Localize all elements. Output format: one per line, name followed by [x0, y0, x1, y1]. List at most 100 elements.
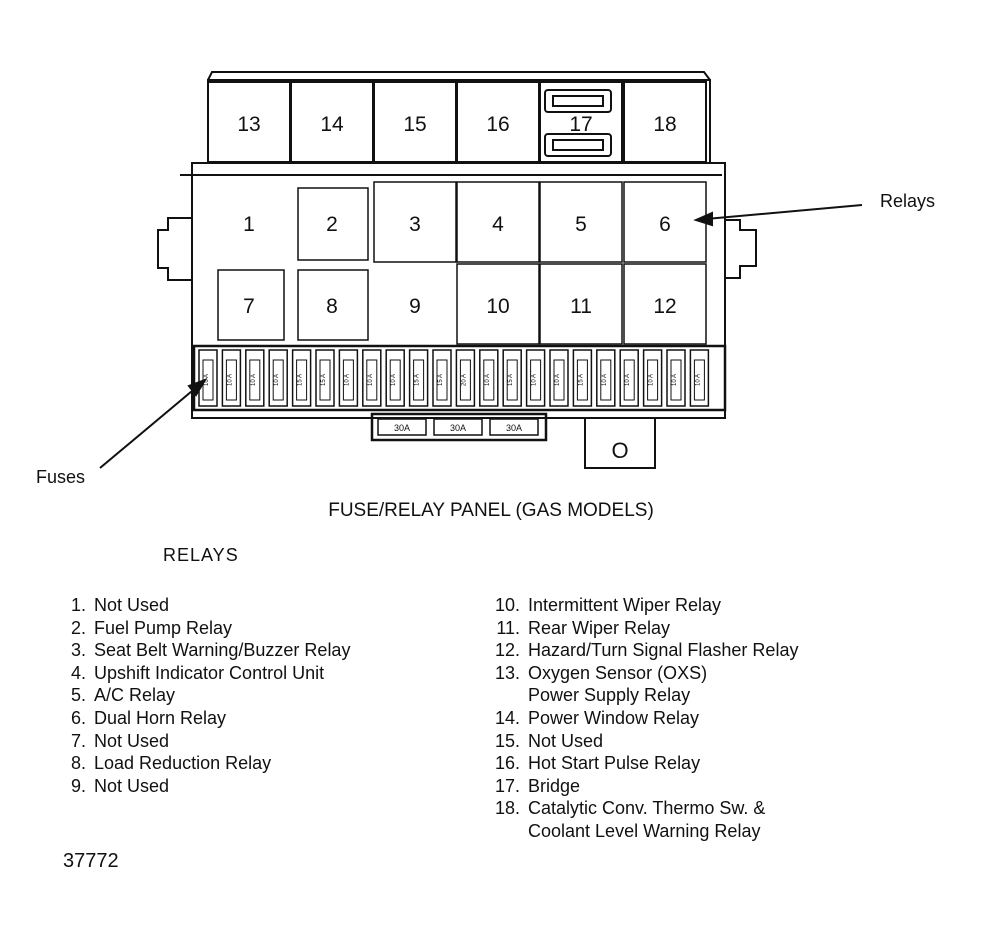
- legend-text: Fuel Pump Relay: [94, 617, 233, 638]
- relay-8-box: [297, 269, 369, 341]
- legend-item: 4. Upshift Indicator Control Unit: [56, 662, 350, 685]
- fuse-rating: 10 A: [649, 374, 655, 386]
- legend-number: 13.: [494, 662, 520, 683]
- fuse: 10 A: [338, 349, 359, 407]
- legend-item: 10.Intermittent Wiper Relay: [476, 594, 798, 617]
- fuse-rating: 10 A: [251, 374, 257, 386]
- relay-5-label: 5: [575, 213, 587, 236]
- legend-number: 7.: [70, 730, 86, 751]
- legend-number: 3.: [70, 640, 86, 661]
- relay-7-box: [217, 269, 285, 341]
- connector-label: O: [611, 438, 628, 463]
- fuse-rating: 10 A: [274, 374, 280, 386]
- legend-item: 2.Fuel Pump Relay: [56, 617, 350, 640]
- legend-number: 15.: [494, 730, 520, 751]
- relay-12-label: 12: [653, 295, 676, 318]
- legend-item: 18. Catalytic Conv. Thermo Sw. &: [476, 797, 798, 820]
- legend-text: Not Used: [94, 595, 170, 615]
- legend-text: Intermittent Wiper Relay: [528, 595, 722, 615]
- lower-fuse-rating: 30A: [450, 423, 466, 433]
- legend-item: 8.Load Reduction Relay: [56, 752, 350, 775]
- fuse: 10 A: [198, 349, 218, 407]
- bridge-symbol: [544, 89, 612, 157]
- fuse: 10 A: [362, 349, 382, 407]
- relay-17-box: [539, 81, 623, 163]
- relay-13-label: 13: [237, 113, 260, 136]
- fuse-rating: 15 A: [298, 374, 304, 386]
- relay-18-label: 18: [653, 113, 676, 136]
- legend-number: 4.: [70, 662, 86, 683]
- left-mount-tab: [157, 217, 192, 281]
- relays-heading: RELAYS: [163, 545, 239, 565]
- fuses-callout-arrow: [99, 378, 208, 469]
- legend-item: 12.Hazard/Turn Signal Flasher Relay: [476, 639, 798, 662]
- panel-caption: FUSE/RELAY PANEL (GAS MODELS): [328, 500, 654, 521]
- relay-2-label: 2: [326, 213, 338, 236]
- relays-callout: Relays: [880, 191, 936, 211]
- legend-number: 16.: [494, 753, 520, 774]
- relay-3-label: 3: [409, 213, 421, 236]
- fuse: 10 A: [268, 349, 288, 407]
- fuse: 15 A: [291, 349, 312, 407]
- legend-text: A/C Relay: [94, 685, 176, 706]
- legend-item: 5. A/C Relay: [56, 684, 350, 707]
- lower-fuse-box: [370, 412, 548, 442]
- legend-item: Coolant Level Warning Relay: [476, 820, 798, 843]
- legend-number: 18.: [494, 798, 520, 819]
- legend-text: Oxygen Sensor (OXS): [528, 662, 708, 683]
- fuse-rating: 10 A: [555, 374, 561, 386]
- relay-10-label: 10: [486, 295, 509, 318]
- relay-15-label: 15: [403, 113, 426, 136]
- legend-number: 6.: [70, 707, 86, 728]
- relay-14-label: 14: [320, 113, 344, 136]
- legend-number: [476, 684, 520, 707]
- legend-text: Not Used: [94, 730, 170, 751]
- fuses-callout: Fuses: [36, 467, 86, 487]
- relay-12-box: [623, 263, 707, 345]
- fuse-rating: 10 A: [368, 374, 374, 386]
- fuse: 20 A: [455, 349, 476, 407]
- relay-1-label: 1: [243, 213, 255, 236]
- fuse-rating: 10 A: [695, 374, 701, 386]
- legend-item: 11. Rear Wiper Relay: [476, 617, 798, 640]
- fuse-rating: 10 A: [227, 374, 233, 386]
- fuse: 10 A: [221, 349, 242, 407]
- figure-number: 37772: [63, 850, 119, 872]
- relay-11-box: [539, 263, 623, 345]
- relay-9-label: 9: [409, 295, 421, 318]
- fuse: 15 A: [408, 349, 429, 407]
- relay-16-label: 16: [486, 113, 509, 136]
- relays-callout-arrow: [693, 204, 863, 227]
- relay-8-label: 8: [326, 295, 338, 318]
- legend-text: Not Used: [94, 775, 170, 796]
- fuse-rating: 15 A: [438, 374, 444, 386]
- legend-number: 11.: [496, 617, 520, 638]
- legend-text: Load Reduction Relay: [94, 753, 272, 774]
- legend-item: 15.Not Used: [476, 730, 798, 753]
- fuse-rating: 10 A: [391, 374, 397, 386]
- fuse: 10 A: [619, 349, 639, 407]
- legend-text: Upshift Indicator Control Unit: [94, 662, 325, 683]
- legend-number: [476, 820, 520, 843]
- fuse-rating: 10 A: [344, 374, 350, 386]
- relay-11-label: 11: [570, 295, 592, 318]
- legend-number: 12.: [494, 640, 520, 661]
- fuse-rating: 15 A: [508, 374, 514, 386]
- legend-text: Rear Wiper Relay: [528, 617, 671, 638]
- legend-item: 6.Dual Horn Relay: [56, 707, 350, 730]
- fuse-rating: 15 A: [415, 374, 421, 386]
- legend-item: 14.Power Window Relay: [476, 707, 798, 730]
- legend-item: 1.Not Used: [56, 594, 350, 617]
- fuse: 10 A: [385, 349, 405, 407]
- lower-fuse: [433, 418, 483, 436]
- lower-fuse-rating: 30A: [506, 423, 522, 433]
- fuse-rating: 15 A: [578, 374, 584, 386]
- legend-text: Catalytic Conv. Thermo Sw. &: [528, 798, 766, 819]
- legend-text: Power Window Relay: [528, 707, 700, 728]
- legend-number: 5.: [70, 685, 86, 706]
- relay-5-box: [539, 181, 623, 263]
- fuse-rating: 10 A: [625, 374, 631, 386]
